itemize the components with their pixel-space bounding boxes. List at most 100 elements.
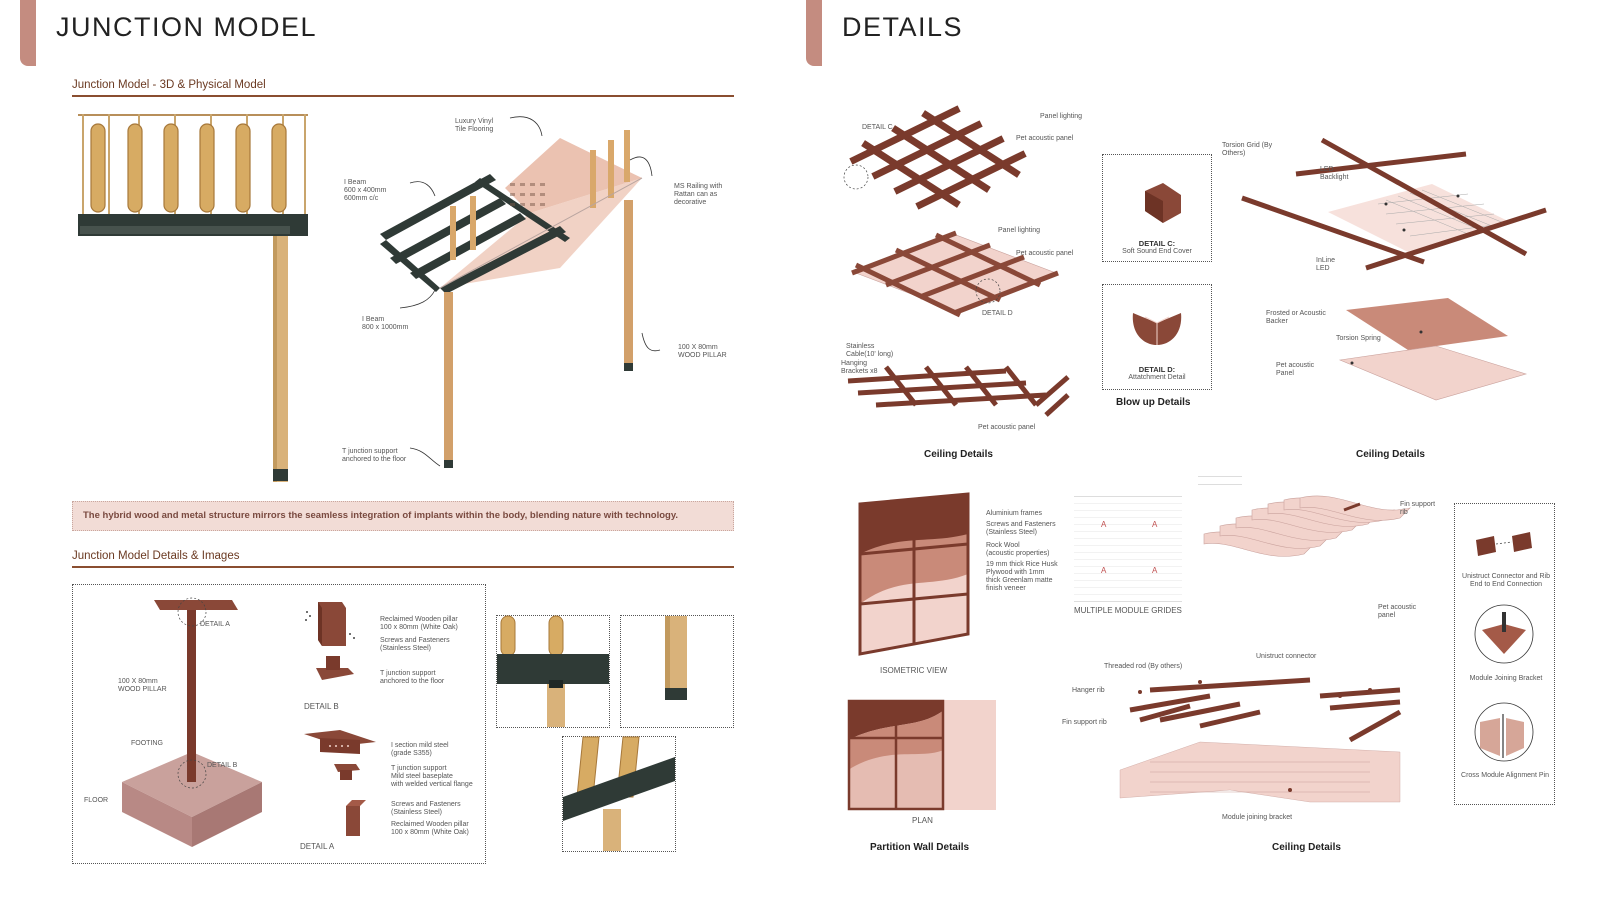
- module-grid-line-bottom: [1198, 484, 1242, 485]
- detail-b-tag: DETAIL B: [207, 762, 238, 769]
- partition-plan: [847, 699, 996, 811]
- physical-model-photo: [78, 114, 308, 482]
- top-grid: [849, 105, 1027, 210]
- right-accent-tab: [806, 0, 822, 66]
- label-plywood: 19 mm thick Rice Husk Plywood with 1mm t…: [986, 561, 1058, 592]
- label-pillar-dims: 100 X 80mm WOOD PILLAR: [118, 678, 167, 693]
- photo-junction-frame: [562, 736, 676, 852]
- module-a-2: A: [1152, 520, 1158, 529]
- photo-pillar-base: [621, 616, 733, 727]
- ceiling-details-caption-3: Ceiling Details: [1272, 842, 1341, 853]
- left-accent-tab: [20, 0, 36, 66]
- label-pet-acoustic-panel: Pet acoustic Panel: [1276, 362, 1315, 377]
- junction-details-box: [72, 584, 486, 864]
- label-fin-support-rib-2: Fin support rib: [1062, 719, 1107, 726]
- 3d-model-render: [380, 116, 661, 468]
- junction-model-title: JUNCTION MODEL: [56, 12, 318, 42]
- label-floor: FLOOR: [84, 797, 109, 804]
- label-threaded-rod: Threaded rod (By others): [1104, 663, 1183, 670]
- detail-b-drawing: [305, 602, 355, 680]
- section-rule: [72, 95, 734, 97]
- concept-quote: The hybrid wood and metal structure mirr…: [72, 501, 734, 531]
- detail-c-subtitle: Soft Sound End Cover: [1122, 248, 1192, 255]
- label-ms-railing: MS Railing with Rattan can as decorative: [674, 183, 723, 206]
- label-wood-pillar: 100 X 80mm WOOD PILLAR: [678, 344, 727, 359]
- label-stainless-cable: Stainless Cable(10' long): [846, 343, 894, 358]
- label-t-junction: T junction support anchored to the floor: [342, 448, 407, 463]
- label-led-backlight: LED Backlight: [1320, 166, 1349, 181]
- label-b-screws: Screws and Fasteners (Stainless Steel): [380, 637, 450, 652]
- detail-a-tag: DETAIL A: [200, 621, 230, 628]
- label-panel-lighting-1: Panel lighting: [1040, 113, 1083, 120]
- label-vinyl-flooring: Luxury Vinyl Tile Flooring: [455, 118, 494, 133]
- label-b-reclaimed: Reclaimed Wooden pillar 100 x 80mm (Whit…: [380, 616, 458, 631]
- photo-junction-angle: [563, 736, 675, 851]
- acoustic-fin-baffles: [1203, 495, 1411, 557]
- photo-railing-closeup: [497, 615, 609, 727]
- photo-pillar-frame: [620, 615, 734, 728]
- label-torsion-spring: Torsion Spring: [1336, 335, 1381, 342]
- label-inline-led: InLine LED: [1316, 257, 1336, 272]
- label-pet-panel-3: Pet acoustic panel: [978, 424, 1036, 431]
- partition-wall-caption: Partition Wall Details: [870, 842, 970, 853]
- section-details-heading: Junction Model Details & Images: [72, 550, 240, 562]
- module-joining-bracket-drawing: [1474, 604, 1534, 664]
- label-module-joining: Module Joining Bracket: [1469, 675, 1543, 682]
- label-ibeam-800: I Beam 800 x 1000mm: [362, 316, 409, 331]
- module-a-4: A: [1152, 566, 1158, 575]
- label-b-tjunction: T junction support anchored to the floor: [380, 670, 445, 685]
- detail-b-caption: DETAIL B: [304, 702, 339, 711]
- label-unistruct-end: Unistruct Connector and Rib End to End C…: [1462, 573, 1550, 588]
- blowup-details-caption: Blow up Details: [1116, 397, 1191, 408]
- section-rule-2: [72, 566, 734, 568]
- label-detail-c: DETAIL C: [862, 124, 893, 131]
- module-grid-sheet: [1074, 496, 1182, 602]
- label-footing: FOOTING: [131, 740, 163, 747]
- detail-c-box: DETAIL C: Soft Sound End Cover: [1102, 154, 1212, 262]
- detail-a-caption: DETAIL A: [300, 842, 335, 851]
- details-title: DETAILS: [842, 12, 964, 42]
- label-aluminium: Aluminium frames: [986, 510, 1043, 517]
- label-cross-module: Cross Module Alignment Pin: [1461, 772, 1549, 779]
- label-pet-panel-2: Pet acoustic panel: [1016, 250, 1074, 257]
- detail-a-drawing: [304, 730, 376, 836]
- panel-grid: [851, 230, 1059, 318]
- section-3d-model-heading: Junction Model - 3D & Physical Model: [72, 79, 266, 91]
- rattan-panels: [90, 123, 287, 213]
- cross-module-pin-drawing: [1474, 702, 1534, 762]
- label-hanging-brackets: Hanging Brackets x8: [841, 360, 878, 375]
- label-partition-screws: Screws and Fasteners (Stainless Steel): [986, 521, 1056, 536]
- plan-caption: PLAN: [912, 816, 933, 825]
- label-rockwool: Rock Wool (acoustic properties): [986, 542, 1050, 557]
- label-pet-panel-1: Pet acoustic panel: [1016, 135, 1074, 142]
- partition-iso-view: [858, 492, 970, 656]
- label-torsion-grid: Torsion Grid (By Others): [1222, 142, 1273, 157]
- end-cover-drawing: [1145, 183, 1181, 223]
- detail-c-title: DETAIL C:: [1138, 239, 1176, 248]
- label-fin-pet-panel: Pet acoustic panel: [1378, 604, 1417, 619]
- label-unistruct-connector: Unistruct connector: [1256, 653, 1317, 660]
- connector-details-box: [1454, 503, 1555, 805]
- module-grid-caption: MULTIPLE MODULE GRIDES: [1074, 606, 1182, 615]
- torsion-ceiling-exploded: [1241, 137, 1547, 401]
- label-fin-support-rib: Fin support rib: [1400, 501, 1436, 516]
- label-a-screws: Screws and Fasteners (Stainless Steel): [391, 801, 461, 816]
- ceiling-details-caption-2: Ceiling Details: [1356, 449, 1425, 460]
- label-frosted-backer: Frosted or Acoustic Backer: [1266, 310, 1326, 325]
- detail-d-subtitle: Attatchment Detail: [1128, 374, 1186, 381]
- label-ibeam-600: I Beam 600 x 400mm 600mm c/c: [344, 179, 387, 202]
- detail-d-title: DETAIL D:: [1138, 365, 1176, 374]
- unistruct-connector-drawing: [1476, 532, 1532, 556]
- detail-d-box: DETAIL D: Attatchment Detail: [1102, 284, 1212, 390]
- pillar-footing-drawing: [122, 597, 262, 847]
- photo-railing-frame: [496, 615, 610, 728]
- ceiling-details-caption-1: Ceiling Details: [924, 449, 993, 460]
- lower-grid: [847, 365, 1070, 417]
- label-a-tjunction: T junction support Mild steel baseplate …: [391, 765, 473, 788]
- module-a-1: A: [1101, 520, 1107, 529]
- attachment-drawing: [1132, 313, 1182, 345]
- label-a-reclaimed: Reclaimed Wooden pillar 100 x 80mm (Whit…: [391, 821, 469, 836]
- label-panel-lighting-2: Panel lighting: [998, 227, 1041, 234]
- suspended-fin-ceiling: [1119, 677, 1402, 803]
- module-grid-line-top: [1198, 476, 1242, 477]
